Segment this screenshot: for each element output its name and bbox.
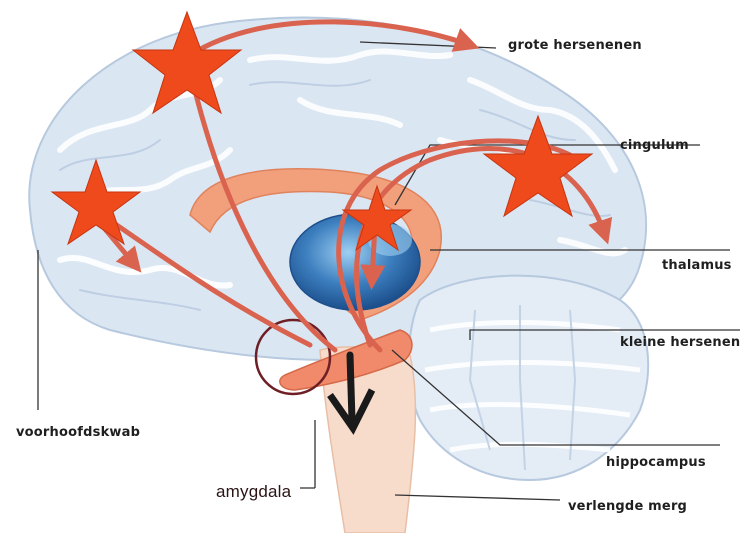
label-cerebellum: kleine hersenen <box>620 335 740 350</box>
label-hippocampus: hippocampus <box>606 455 706 470</box>
cerebellum-shape <box>409 276 648 480</box>
label-cerebrum: grote hersenenen <box>508 38 642 53</box>
label-cingulum: cingulum <box>620 138 689 153</box>
label-amygdala: amygdala <box>216 482 291 502</box>
label-medulla: verlengde merg <box>568 499 687 514</box>
label-thalamus: thalamus <box>662 258 732 273</box>
label-prefrontal: voorhoofdskwab <box>16 425 140 440</box>
